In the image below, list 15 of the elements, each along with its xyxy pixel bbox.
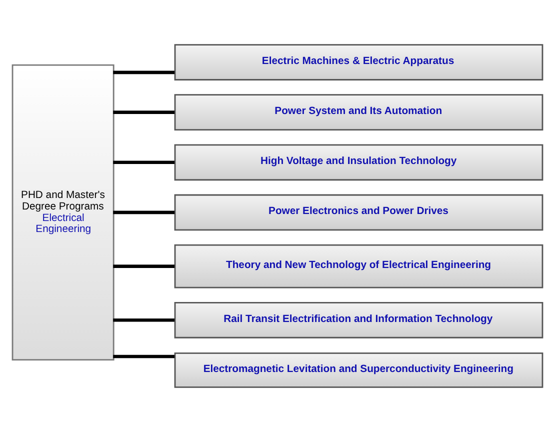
node-box: Power System and Its Automation xyxy=(174,94,544,130)
connector xyxy=(113,160,175,164)
node-box: Rail Transit Electrification and Information Technology xyxy=(174,302,544,338)
connector xyxy=(113,318,175,322)
node-box: Power Electronics and Power Drives xyxy=(174,194,544,231)
connector xyxy=(113,110,175,114)
connector xyxy=(113,354,175,358)
node-box: Electric Machines & Electric Apparatus xyxy=(174,44,544,80)
node-box: PHD and Master's Degree Programs Electrical Engineering xyxy=(12,64,114,361)
node-box: Electromagnetic Levitation and Superconductivity Engineering xyxy=(174,352,544,388)
node-box: Theory and New Technology of Electrical Engineering xyxy=(174,244,544,288)
connector xyxy=(113,264,175,268)
node-box: High Voltage and Insulation Technology xyxy=(174,144,544,181)
connector xyxy=(113,210,175,214)
connector xyxy=(113,70,175,74)
